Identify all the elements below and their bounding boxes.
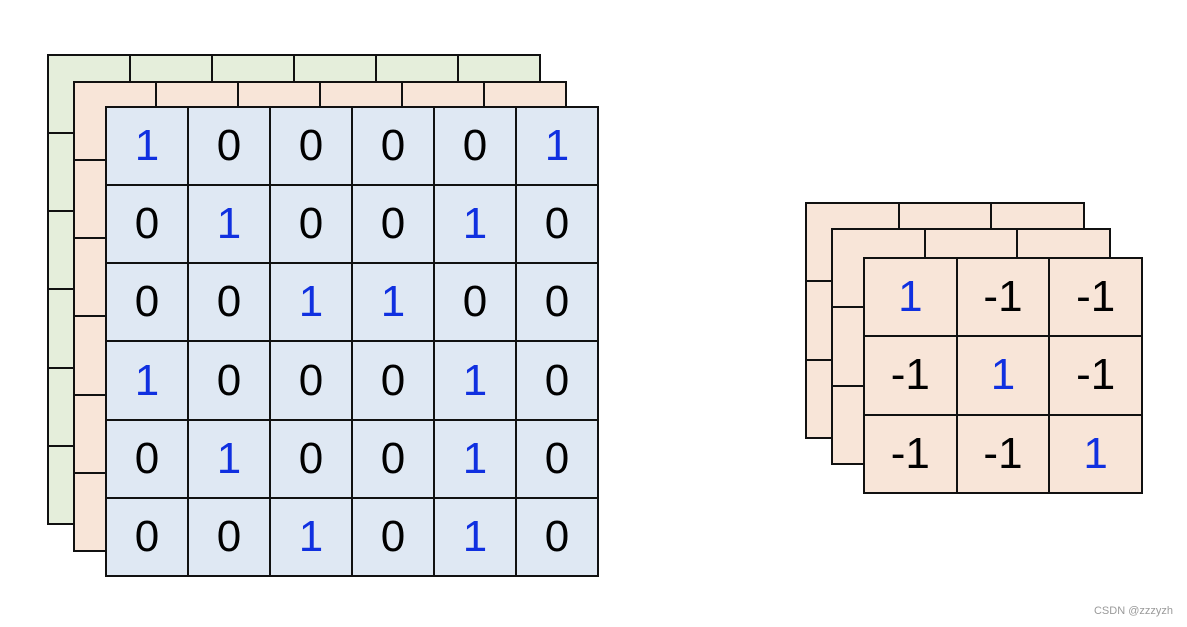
matrix-cell: 0 <box>269 340 353 421</box>
matrix-cell: -1 <box>955 413 1051 494</box>
matrix-cell: 0 <box>351 184 435 265</box>
matrix-cell: 0 <box>515 340 599 421</box>
matrix-cell: 0 <box>433 262 517 343</box>
matrix-cell: 0 <box>105 184 189 265</box>
matrix-cell: 0 <box>269 106 353 187</box>
matrix-cell: 0 <box>351 496 435 577</box>
matrix-cell: 0 <box>433 106 517 187</box>
matrix-cell: 1 <box>955 335 1051 416</box>
matrix-cell: -1 <box>955 257 1051 338</box>
matrix-cell: 0 <box>187 496 271 577</box>
matrix-cell: 0 <box>187 340 271 421</box>
matrix-cell: 0 <box>515 496 599 577</box>
matrix-cell: 0 <box>351 418 435 499</box>
matrix-cell: 1 <box>863 257 958 338</box>
matrix-cell: 1 <box>433 418 517 499</box>
matrix-cell: 0 <box>105 496 189 577</box>
matrix-cell: 0 <box>515 262 599 343</box>
matrix-cell: 0 <box>351 106 435 187</box>
matrix-cell: 0 <box>515 418 599 499</box>
matrix-cell: 1 <box>105 340 189 421</box>
matrix-cell: 0 <box>187 262 271 343</box>
matrix-cell: 1 <box>433 496 517 577</box>
matrix-cell: 0 <box>351 340 435 421</box>
matrix-cell: 1 <box>269 262 353 343</box>
matrix-cell: 1 <box>351 262 435 343</box>
matrix-cell: 1 <box>269 496 353 577</box>
matrix-cell: 1 <box>187 184 271 265</box>
matrix-cell: -1 <box>1048 335 1143 416</box>
matrix-cell: -1 <box>863 413 958 494</box>
matrix-cell: -1 <box>863 335 958 416</box>
matrix-cell: 0 <box>269 184 353 265</box>
matrix-cell: 0 <box>269 418 353 499</box>
matrix-cell: 0 <box>187 106 271 187</box>
matrix-cell: 1 <box>1048 413 1143 494</box>
matrix-cell: 1 <box>187 418 271 499</box>
matrix-cell: 1 <box>433 340 517 421</box>
matrix-cell: 0 <box>105 418 189 499</box>
matrix-cell: -1 <box>1048 257 1143 338</box>
matrix-cell: 1 <box>515 106 599 187</box>
matrix-cell: 0 <box>515 184 599 265</box>
matrix-cell: 1 <box>105 106 189 187</box>
matrix-cell: 1 <box>433 184 517 265</box>
matrix-cell: 0 <box>105 262 189 343</box>
watermark: CSDN @zzzyzh <box>1093 605 1173 617</box>
